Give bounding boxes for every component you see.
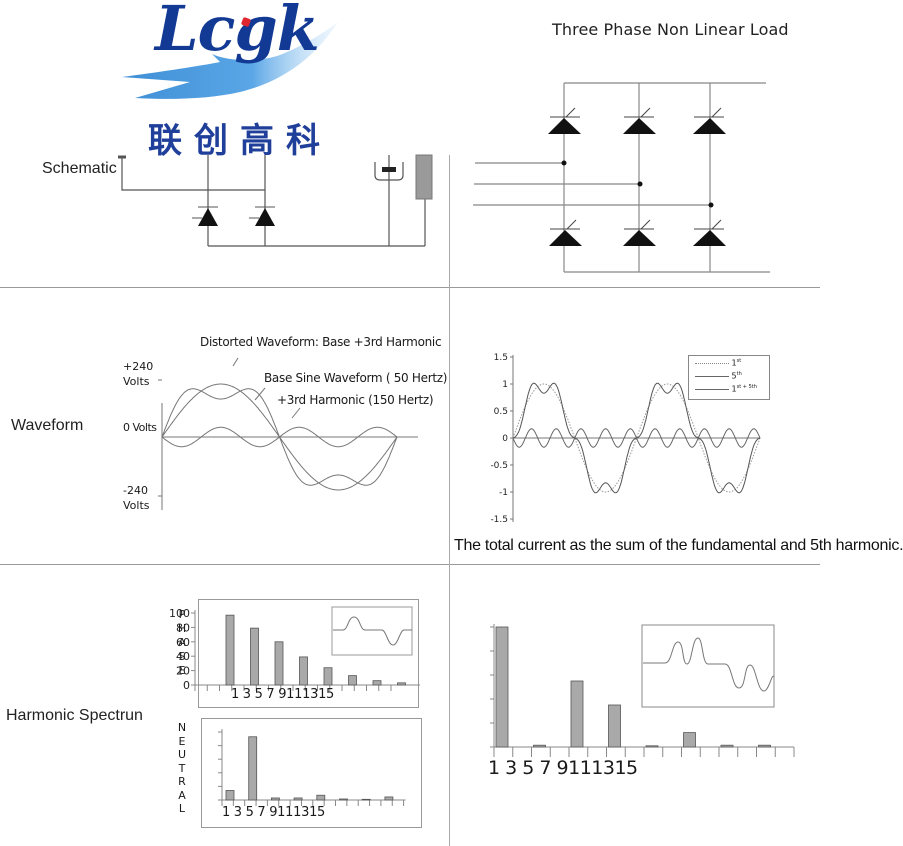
label-third: +3rd Harmonic (150 Hertz) [277,393,434,407]
logo-swoosh [122,22,338,99]
neutral-spectrum-box [201,718,422,828]
three-phase-spectrum-plot [490,624,795,757]
row-label-waveform: Waveform [11,417,84,434]
svg-text:-1: -1 [499,488,508,498]
y-tick-top-unit: Volts [123,375,150,388]
svg-text:80: 80 [176,621,190,634]
waveform-left-plot [158,357,418,510]
svg-text:1.5: 1.5 [494,353,508,363]
logo: Lcgk 联创高科 [120,0,340,161]
svg-text:-0.5: -0.5 [490,461,508,471]
svg-text:0.5: 0.5 [494,407,508,417]
svg-text:0: 0 [502,434,508,444]
phase-axis-label: P H A S E [177,608,187,677]
three-phase-title: Three Phase Non Linear Load [552,20,789,39]
y-tick-bottom-value: -240 [123,484,148,497]
waveform-right-plot: 1.5 1 0.5 0 -0.5 -1 -1.5 [490,353,761,525]
legend-item-sum: 1st + 5th [695,384,757,394]
waveform-right-chart: 1.5 1 0.5 0 -0.5 -1 -1.5 1st 5th 1st + 5th [450,340,780,530]
logo-wordmark: Lcgk [155,0,320,65]
divider-horizontal-2 [0,564,820,565]
legend-item-1st: 1st [695,358,741,368]
neutral-x-label: 1 3 5 7 9111315 [222,805,326,820]
waveform-right-caption: The total current as the sum of the fund… [454,537,903,554]
svg-text:0: 0 [183,679,190,692]
three-phase-x-label: 1 3 5 7 9111315 [488,757,638,779]
label-distorted: Distorted Waveform: Base +3rd Harmonic [200,335,442,349]
phase-spectrum-box [198,599,419,708]
y-tick-bottom-unit: Volts [123,499,150,512]
svg-text:40: 40 [176,650,190,663]
y-tick-top-value: +240 [123,360,154,373]
neutral-axis-label: N E U T R A L [177,721,187,815]
svg-text:1: 1 [502,380,508,390]
divider-horizontal-1 [0,287,820,288]
divider-vertical [449,155,450,846]
schematic-single-phase [118,154,433,247]
svg-text:60: 60 [176,636,190,649]
svg-text:100: 100 [169,607,190,620]
svg-text:20: 20 [176,665,190,678]
neutral-spectrum-plot [218,729,406,806]
waveform-left-chart: Distorted Waveform: Base +3rd Harmonic B… [100,330,450,530]
row-label-spectrum: Harmonic Spectrun [6,707,143,724]
label-base: Base Sine Waveform ( 50 Hertz) [264,371,448,385]
phase-x-label: 1 3 5 7 9111315 [231,687,335,702]
legend-item-5th: 5th [695,371,742,381]
row-label-schematic: Schematic [42,160,117,177]
legend: 1st 5th 1st + 5th [688,355,770,400]
schematic-three-phase-bridge [473,82,770,273]
y-tick-zero: 0 Volts [123,421,157,434]
svg-text:-1.5: -1.5 [490,515,508,525]
logo-chinese-name: 联创高科 [148,121,332,161]
